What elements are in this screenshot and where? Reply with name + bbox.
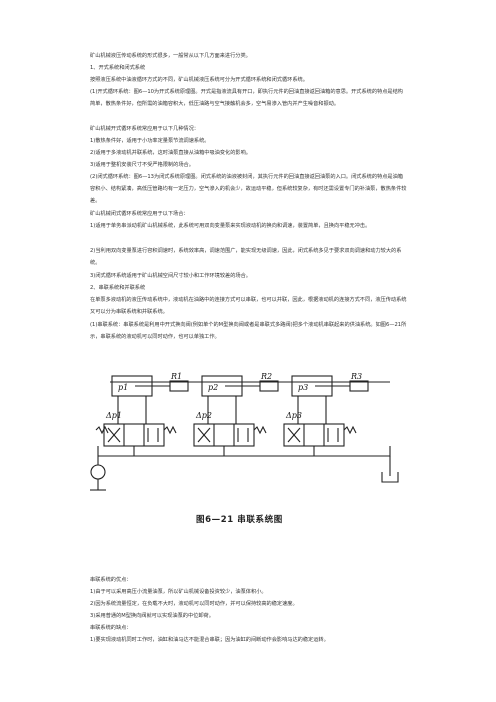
paragraph: 在单泵多液动机的液压传动系统中，液动机在油路中的连接方式可以串联，也可以并联，因… <box>90 297 407 316</box>
list-item: 3)适用于整机安装尺寸不受严格限制的场合。 <box>90 162 194 168</box>
paragraph: 矿山机械液压传动系统的形式很多，一般常从以下几方面来进行分类。 <box>90 53 251 59</box>
paragraph: (2)闭式循环系统：图6—13为闭式系统原理图。闭式系统的油液被封闭，其执行元件… <box>90 174 407 205</box>
figure-caption: 图6—21 串联系统图 <box>196 515 283 525</box>
pressure-label: p1 <box>118 383 128 392</box>
paragraph: 按照液压系统中油液循环方式的不同，矿山机械液压系统可分为开式循环系统和闭式循环系… <box>90 77 308 83</box>
paragraph: 串联系统的优点： <box>90 577 132 583</box>
paragraph: 串联系统的缺点： <box>90 625 132 631</box>
section-heading: 2、串联系统和并联系统 <box>90 285 146 291</box>
list-item: 1)要实现液动机同时工作时，油缸和油马达不能混合串联；因为油缸的间断动作会影响马… <box>90 637 329 643</box>
list-item: 3)采用普通的M型换向阀就可以实现油泵的中位卸荷。 <box>90 613 214 619</box>
paragraph: (1)开式循环系统：图6—10为开式系统原理图。开式是指液流具有开口，即执行元件… <box>90 89 403 108</box>
list-item: 2)当利用双向变量泵进行容积调速时，系统效率高，调速范围广，能实现无级调速，因此… <box>90 248 402 267</box>
list-item: 2)因为系统流量恒定，在负载不大时，液动机可以同时动作，并可以保持较高的稳定速度… <box>90 601 298 607</box>
paragraph: 矿山机械闭式循环系统常应用于以下场合： <box>90 211 189 217</box>
list-item: 1)适用于单务串派动机矿山机械系统，此系统可用双向变量泵来实现液动机的换向和调速… <box>90 223 371 229</box>
pressure-drop-label: Δp3 <box>285 411 302 420</box>
paragraph: (1)串联系统：串联系统是利用中开式换向阀(例如单个的M型换向阀或者是串联式多路… <box>90 322 407 341</box>
pressure-label: p3 <box>298 383 308 392</box>
list-item: 1)由于可以采用高压小流量油泵，所以矿山机械设备投资较少，油泵体积小。 <box>90 589 267 595</box>
pressure-drop-label: Δp1 <box>105 411 122 420</box>
list-item: 1)散热条件好，适用于小功率定量泵节流调速系统。 <box>90 138 210 144</box>
list-item: 2)适用于多液动机并联系统，这时油泵直接从油箱中吸油变化的影响。 <box>90 150 251 156</box>
series-system-diagram: p1 p2 p3 R1 R2 R3 Δp1 Δp2 Δp3 <box>90 372 399 491</box>
list-item: 3)闭式循环系统适用于矿山机械空间尺寸较小和工作环境较差的场合。 <box>90 273 251 279</box>
pressure-drop-label: Δp2 <box>195 411 212 420</box>
load-label: R3 <box>350 372 362 381</box>
load-label: R2 <box>260 372 272 381</box>
paragraph: 矿山机械开式循环系统常应用于以下几种情况： <box>90 126 199 132</box>
load-label: R1 <box>170 372 182 381</box>
section-heading: 1、开式系统和闭式系统 <box>90 65 146 71</box>
pressure-label: p2 <box>208 383 218 392</box>
